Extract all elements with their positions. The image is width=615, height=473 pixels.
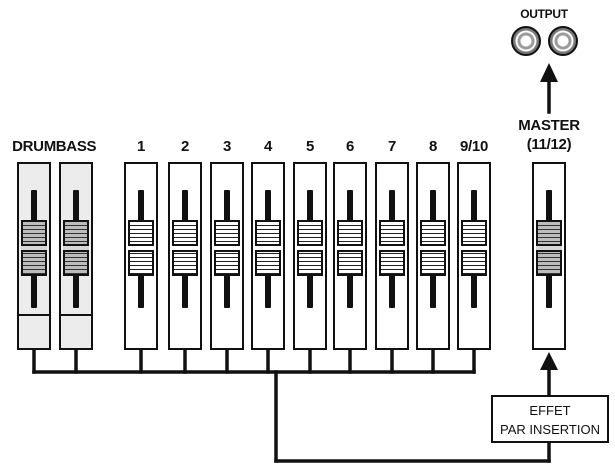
fader-knob-bass[interactable] [63,220,89,276]
fader-strip-6 [333,162,367,350]
fader-strip-910 [457,162,491,350]
output-jack-left [511,26,541,56]
channel-label-3: 3 [222,138,232,155]
fader-knob-8[interactable] [420,220,446,276]
fader-knob-2[interactable] [172,220,198,276]
master-sublabel: (11/12) [526,136,572,153]
fader-strip-1 [124,162,158,350]
effect-label-line2: PAR INSERTION [500,422,600,437]
fader-strip-7 [375,162,409,350]
channel-label-910: 9/10 [460,138,488,155]
channel-label-1: 1 [136,138,146,155]
master-label: MASTER [518,117,580,134]
fader-knob-master[interactable] [536,220,562,276]
channel-label-2: 2 [180,138,190,155]
fader-knob-5[interactable] [297,220,323,276]
fader-knob-4[interactable] [255,220,281,276]
channel-label-4: 4 [263,138,273,155]
fader-strip-3 [210,162,244,350]
fader-strip-master [532,162,566,350]
fader-knob-910[interactable] [461,220,487,276]
fader-strip-2 [168,162,202,350]
fader-knob-1[interactable] [128,220,154,276]
strip-divider [61,314,91,316]
channel-label-5: 5 [305,138,315,155]
strip-divider [19,314,49,316]
output-jack-right [548,26,578,56]
fader-knob-6[interactable] [337,220,363,276]
fader-strip-drum [17,162,51,350]
channel-label-7: 7 [387,138,397,155]
output-label: OUTPUT [520,7,568,21]
insert-effect-box: EFFET PAR INSERTION [491,395,609,443]
channel-label-drum: DRUM [12,138,56,155]
fader-knob-3[interactable] [214,220,240,276]
fader-knob-drum[interactable] [21,220,47,276]
fader-strip-5 [293,162,327,350]
arrow-to-master [540,352,558,370]
channel-label-bass: BASS [55,138,97,155]
channel-label-6: 6 [345,138,355,155]
fader-strip-bass [59,162,93,350]
channel-label-8: 8 [428,138,438,155]
effect-label-line1: EFFET [529,403,571,418]
arrow-to-output [540,63,558,82]
fader-strip-4 [251,162,285,350]
fader-knob-7[interactable] [379,220,405,276]
fader-strip-8 [416,162,450,350]
